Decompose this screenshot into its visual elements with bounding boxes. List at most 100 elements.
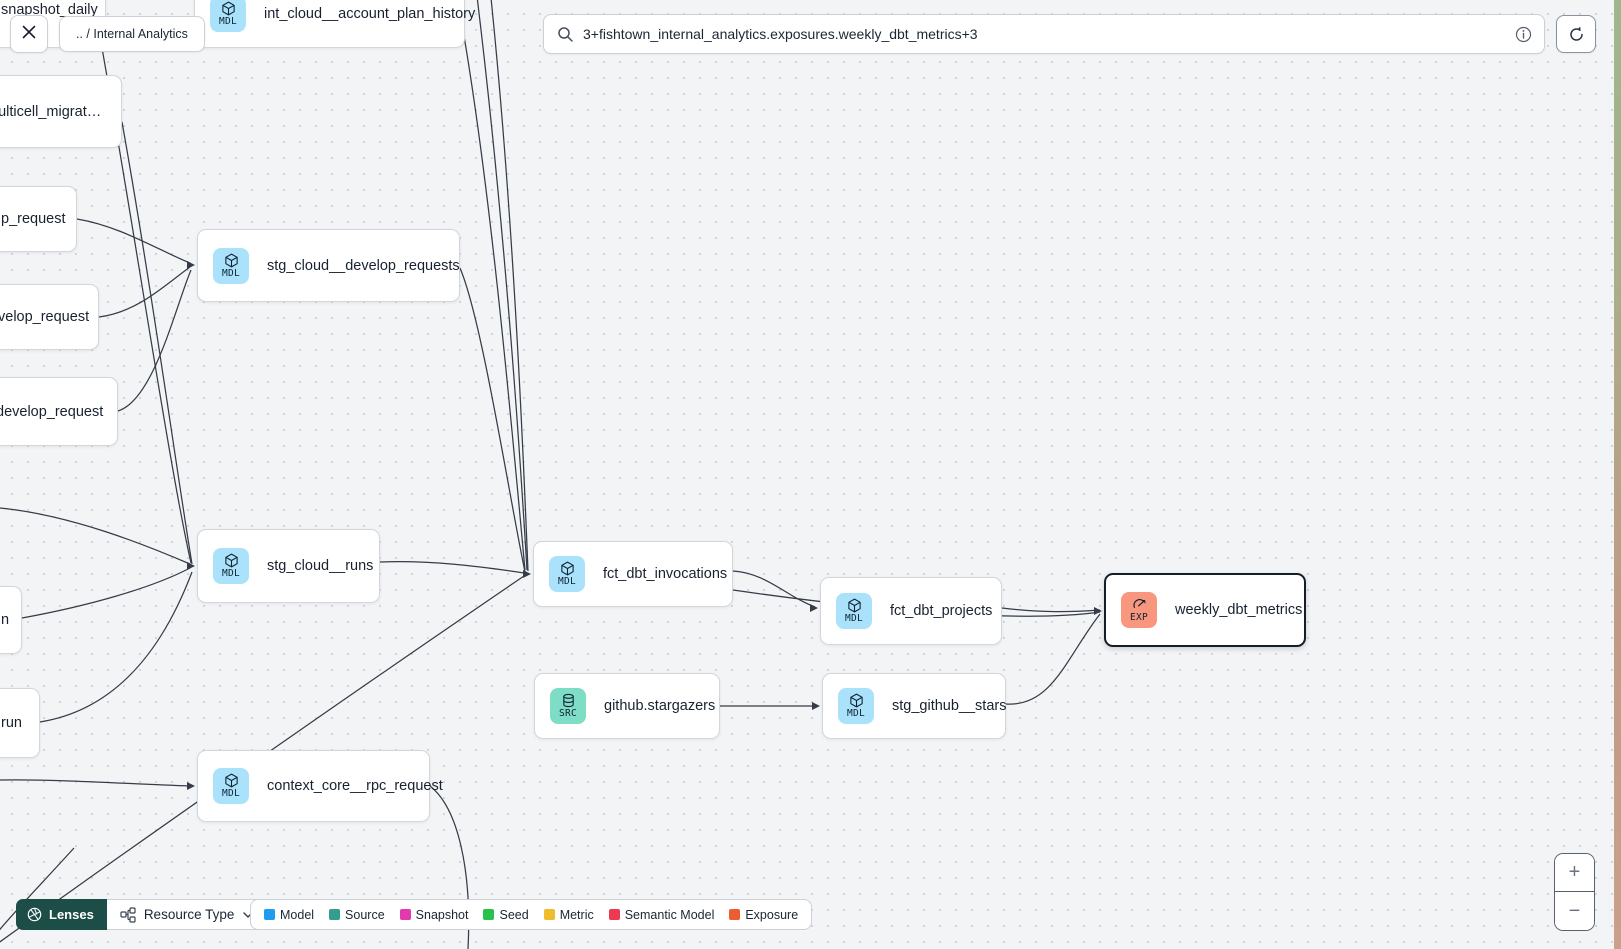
node-type-label: MDL [218, 16, 238, 27]
edge-fct_dbt_projects-to-weekly_dbt_metrics [1001, 607, 1101, 613]
search-input[interactable] [583, 26, 1506, 42]
search-icon [557, 26, 574, 43]
legend-label: Source [345, 907, 385, 922]
node-type-badge: MDL [213, 247, 249, 284]
model-cube-icon [221, 1, 236, 16]
node-label: p_request [1, 211, 66, 227]
graph-node-n_node[interactable]: MDLn [0, 586, 22, 654]
model-cube-icon [847, 598, 862, 613]
edge-arrowhead [187, 782, 195, 790]
close-icon [21, 24, 37, 45]
graph-node-fct_dbt_invocations[interactable]: MDL fct_dbt_invocations [533, 541, 733, 607]
legend-swatch [729, 909, 741, 920]
node-type-badge: MDL [836, 593, 872, 629]
node-type-badge: SRC [550, 688, 586, 724]
node-type-label: MDL [221, 568, 241, 579]
graph-node-fct_dbt_projects[interactable]: MDL fct_dbt_projects [820, 577, 1002, 645]
edge-stg_cloud__runs-to-fct_dbt_invocations [379, 560, 525, 574]
edge-develop_request-to-stg_cloud__develop_requests [117, 269, 192, 412]
lenses-button[interactable]: Lenses [16, 899, 107, 930]
graph-node-multicell_migrat[interactable]: MDLmulticell_migrat… [0, 75, 122, 148]
graph-node-stg_cloud__runs[interactable]: MDL stg_cloud__runs [197, 529, 380, 603]
edge-arrowhead [812, 702, 820, 710]
graph-node-context_core__rpc_request[interactable]: MDL context_core__rpc_request [197, 750, 443, 822]
legend-label: Seed [499, 907, 529, 922]
node-type-label: MDL [846, 708, 866, 719]
node-label: fct_dbt_invocations [603, 566, 728, 582]
edge-multicell_migrat-to-stg_cloud__runs [121, 121, 193, 565]
refresh-button[interactable] [1556, 15, 1596, 53]
legend-swatch [399, 909, 411, 920]
close-button[interactable] [10, 15, 48, 53]
node-type-badge: EXP [1121, 592, 1157, 628]
node-label: fct_dbt_projects [890, 603, 993, 619]
edge-offscreen-left-1-to-stg_cloud__runs [0, 507, 191, 565]
node-label: snapshot_daily [1, 2, 98, 18]
legend-item-seed: Seed [483, 907, 529, 922]
legend-item-snapshot: Snapshot [399, 907, 469, 922]
node-label: weekly_dbt_metrics [1175, 602, 1303, 618]
edge-p_request-to-stg_cloud__develop_requests [76, 218, 191, 264]
edge-arrowhead [1094, 607, 1102, 615]
legend-label: Snapshot [415, 907, 469, 922]
node-type-label: MDL [844, 613, 864, 624]
node-type-badge: MDL [210, 0, 246, 32]
node-type-badge: MDL [549, 556, 585, 592]
node-label: n [1, 612, 10, 628]
node-label: stg_cloud__runs [267, 558, 374, 574]
node-type-label: MDL [221, 788, 241, 799]
node-type-label: EXP [1129, 612, 1149, 623]
node-type-label: SRC [558, 708, 578, 719]
breadcrumb[interactable]: .. / Internal Analytics [59, 16, 205, 52]
edge-n_node-to-stg_cloud__runs [21, 567, 191, 619]
edge-fct_dbt_invocations-to-fct_dbt_projects [732, 570, 816, 608]
legend-label: Model [280, 907, 315, 922]
graph-node-run_node[interactable]: MDLrun [0, 688, 40, 758]
edge-arrowhead [187, 261, 195, 269]
edge-stg_github__stars-to-weekly_dbt_metrics [1005, 613, 1101, 705]
node-label: context_core__rpc_request [267, 778, 443, 794]
graph-node-stg_github__stars[interactable]: MDL stg_github__stars [822, 673, 1006, 739]
edge-stg_cloud__develop_requests-to-fct_dbt_invocations [459, 267, 526, 573]
graph-node-develop_request[interactable]: MDLdevelop_request [0, 377, 118, 446]
node-type-badge: MDL [213, 768, 249, 804]
search-bar [543, 14, 1545, 54]
resource-type-label: Resource Type [143, 907, 235, 922]
legend-swatch [608, 909, 620, 920]
source-database-icon [561, 693, 576, 708]
zoom-controls: + − [1554, 853, 1595, 931]
graph-node-p_request[interactable]: MDLp_request [0, 186, 77, 252]
node-label: stg_cloud__develop_requests [267, 257, 460, 274]
info-icon[interactable] [1515, 26, 1532, 43]
node-label: multicell_migrat… [0, 103, 102, 120]
resource-type-dropdown[interactable]: Resource Type [106, 899, 269, 930]
node-type-badge: MDL [838, 688, 874, 724]
lenses-aperture-icon [27, 907, 42, 922]
node-label: develop_request [0, 403, 104, 420]
edge-offscreen-top-1-to-fct_dbt_invocations [476, 0, 528, 571]
node-label: stg_github__stars [892, 698, 1007, 714]
legend-swatch [264, 909, 275, 920]
legend-swatch [483, 909, 495, 920]
model-cube-icon [849, 693, 864, 708]
lenses-label: Lenses [49, 907, 94, 922]
node-type-label: MDL [221, 267, 241, 279]
edge-offscreen-bottom-2-to-offscreen-left-3 [0, 847, 75, 931]
node-type-badge: MDL [213, 548, 249, 584]
graph-node-stg_cloud__develop_requests[interactable]: MDL stg_cloud__develop_requests [197, 229, 460, 302]
legend-item-semantic-model: Semantic Model [608, 908, 714, 922]
model-cube-icon [560, 561, 575, 576]
node-type-label: MDL [557, 576, 577, 587]
zoom-out-button[interactable]: − [1555, 892, 1594, 930]
edge-run_node-to-stg_cloud__runs [39, 571, 193, 723]
model-cube-icon [224, 253, 239, 268]
graph-node-velop_request[interactable]: MDLvelop_request [0, 284, 99, 350]
graph-node-weekly_dbt_metrics[interactable]: EXP weekly_dbt_metrics [1104, 573, 1306, 647]
refresh-icon [1567, 25, 1586, 44]
model-cube-icon [224, 553, 239, 568]
zoom-in-button[interactable]: + [1555, 854, 1594, 892]
